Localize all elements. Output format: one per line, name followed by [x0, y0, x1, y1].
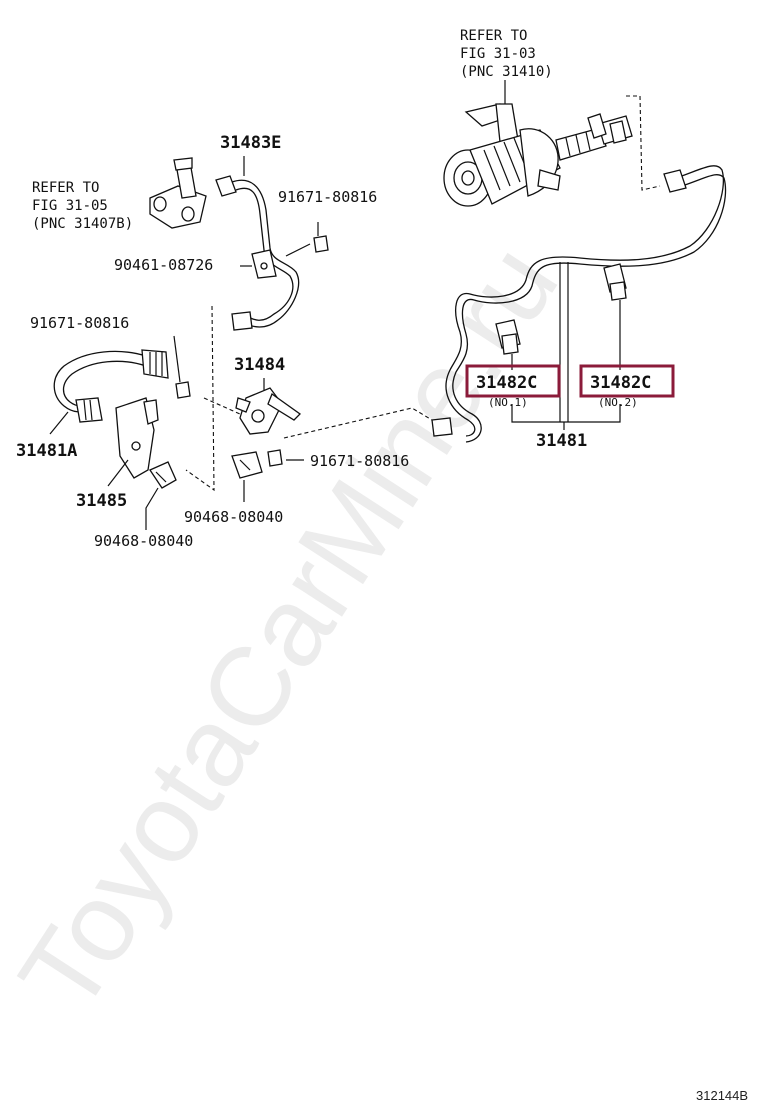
- ref-left-line1: REFER TO: [32, 180, 99, 196]
- part-label-91671-b[interactable]: 91671-80816: [30, 314, 129, 332]
- part-sublabel-no1: (NO.1): [488, 396, 528, 409]
- ref-left-line2: FIG 31-05: [32, 198, 108, 214]
- part-label-90468-a[interactable]: 90468-08040: [184, 508, 283, 526]
- clip-31484-illustration: [231, 378, 304, 502]
- part-label-90461[interactable]: 90461-08726: [114, 256, 213, 274]
- highlight-box-31482C-no1: [465, 364, 561, 398]
- master-cylinder-illustration: [443, 80, 661, 207]
- pipe-31483E-illustration: [149, 156, 329, 331]
- part-label-31481A[interactable]: 31481A: [16, 441, 77, 461]
- reference-top: REFER TO FIG 31-03 (PNC 31410): [460, 28, 553, 80]
- part-label-31482C-no1[interactable]: 31482C: [476, 373, 537, 393]
- reference-left: REFER TO FIG 31-05 (PNC 31407B): [32, 180, 133, 232]
- watermark: ToyotaCarMine.ru: [0, 224, 582, 1033]
- hose-31481A-illustration: [49, 335, 191, 530]
- part-label-31484[interactable]: 31484: [234, 355, 285, 375]
- highlight-box-31482C-no2: [579, 364, 675, 398]
- part-label-91671-a[interactable]: 91671-80816: [278, 188, 377, 206]
- part-label-31482C-no2[interactable]: 31482C: [590, 373, 651, 393]
- figure-code: 312144B: [696, 1088, 748, 1103]
- part-label-31483E[interactable]: 31483E: [220, 133, 281, 153]
- part-label-31481[interactable]: 31481: [536, 431, 587, 451]
- part-label-90468-b[interactable]: 90468-08040: [94, 532, 193, 550]
- ref-top-line2: FIG 31-03: [460, 46, 536, 62]
- ref-top-line1: REFER TO: [460, 28, 527, 44]
- part-sublabel-no2: (NO.2): [598, 396, 638, 409]
- part-label-31485[interactable]: 31485: [76, 491, 127, 511]
- part-label-91671-c[interactable]: 91671-80816: [310, 452, 409, 470]
- ref-left-line3: (PNC 31407B): [32, 216, 133, 232]
- ref-top-line3: (PNC 31410): [460, 64, 553, 80]
